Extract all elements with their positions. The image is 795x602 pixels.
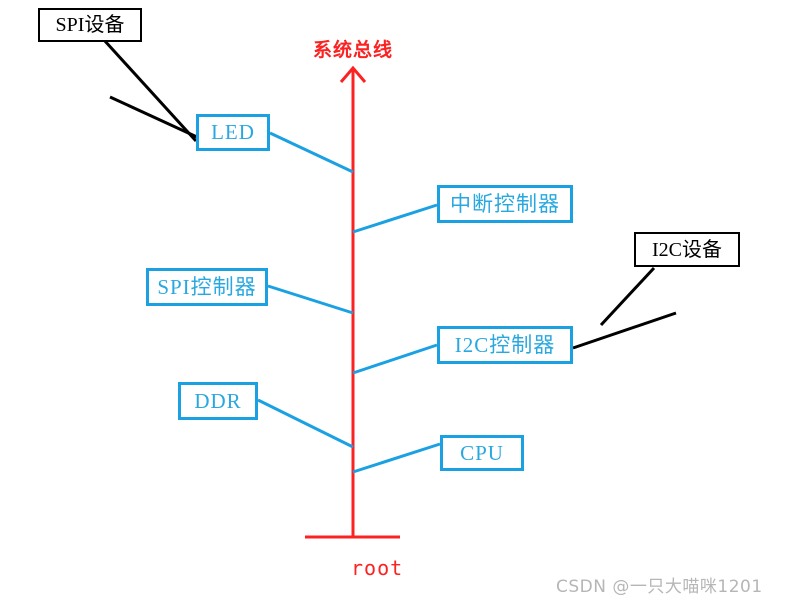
device-pointer-arrows <box>102 38 677 350</box>
node-intc-label: 中断控制器 <box>450 191 560 216</box>
node-led[interactable]: LED <box>196 114 270 151</box>
link-ddr <box>257 398 354 449</box>
node-spidev[interactable]: SPI设备 <box>38 8 142 42</box>
node-i2cdev[interactable]: I2C设备 <box>634 232 740 267</box>
arrow-spidev-barb <box>109 95 198 139</box>
node-ddr[interactable]: DDR <box>178 382 258 420</box>
node-intc[interactable]: 中断控制器 <box>437 185 573 223</box>
csdn-watermark: CSDN @一只大喵咪1201 <box>556 577 763 597</box>
bus-connection-lines <box>257 131 441 474</box>
node-spictrl-label: SPI控制器 <box>157 274 257 299</box>
node-spictrl[interactable]: SPI控制器 <box>146 268 268 306</box>
arrow-i2cdev <box>599 266 656 327</box>
arrow-spidev <box>102 38 198 143</box>
link-intc <box>352 203 438 234</box>
node-cpu-label: CPU <box>460 440 504 465</box>
bus-arrowhead-icon <box>339 65 367 83</box>
arrow-i2cdev-barb <box>572 311 677 350</box>
system-bus-group <box>305 65 400 539</box>
node-i2cctrl-label: I2C控制器 <box>454 332 556 357</box>
node-ddr-label: DDR <box>194 388 242 413</box>
link-led <box>269 131 354 174</box>
node-led-label: LED <box>211 120 255 144</box>
link-spictrl <box>267 284 354 315</box>
link-i2cctrl <box>352 343 438 375</box>
link-cpu <box>352 442 441 474</box>
node-i2cdev-label: I2C设备 <box>652 238 722 261</box>
node-i2cctrl[interactable]: I2C控制器 <box>437 326 573 364</box>
node-spidev-label: SPI设备 <box>55 14 125 36</box>
node-cpu[interactable]: CPU <box>440 435 524 471</box>
system-bus-title: 系统总线 <box>313 40 394 61</box>
root-label: root <box>351 556 404 580</box>
